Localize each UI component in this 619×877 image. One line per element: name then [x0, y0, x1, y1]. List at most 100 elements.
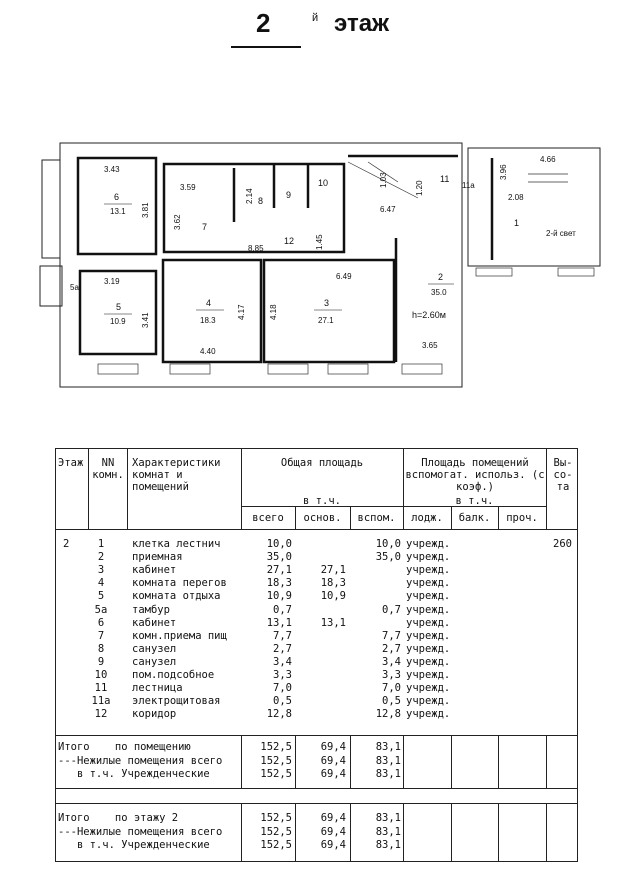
total-main: 69,4: [320, 741, 346, 753]
room-main: 10,9: [320, 590, 346, 603]
dim-3-96: 3.96: [499, 164, 508, 180]
floor-number: 2: [256, 8, 271, 38]
room-description: коридор: [132, 708, 177, 721]
col-border-2: [127, 448, 128, 530]
room-note: учрежд.: [406, 695, 451, 708]
room-aux: 0,7: [382, 603, 401, 616]
height-value: 260: [553, 538, 572, 550]
room-4-area: 18.3: [200, 316, 216, 325]
header-aux: вспом.: [357, 512, 396, 524]
room-total: 0,5: [273, 695, 292, 708]
total-main: 69,4: [320, 825, 346, 838]
total-sum: 152,5: [260, 768, 292, 780]
total-main: 69,4: [320, 768, 346, 780]
room-aux: 10,0: [375, 538, 401, 550]
room-description: лестница: [132, 682, 183, 695]
room-description: тамбур: [132, 603, 170, 616]
room-nn: 11: [94, 682, 108, 695]
header-aux-area: Площадь помещений вспомогат. использ. (с…: [405, 457, 545, 493]
room-total: 3,4: [273, 655, 292, 668]
area-table: Этаж NN комн. Характеристики комнат и по…: [55, 448, 578, 862]
total-sum: 152,5: [260, 825, 292, 838]
table-top-border: [55, 448, 578, 449]
room-main: 18,3: [320, 577, 346, 590]
total-label: Итого по помещению: [58, 741, 191, 753]
floor-word: этаж: [334, 10, 390, 37]
header-balcony: балк.: [458, 512, 491, 524]
table-bottom-border: [55, 861, 578, 862]
room-description: приемная: [132, 551, 183, 564]
room-total: 12,8: [266, 708, 292, 721]
room-description: санузел: [132, 642, 177, 655]
room-total: 7,7: [273, 629, 292, 642]
window-row-3: [267, 363, 309, 375]
room-5a-number: 5a: [70, 283, 79, 292]
room-main: 27,1: [320, 564, 346, 577]
dim-6-47: 6.47: [380, 205, 396, 214]
incl-line-2: [403, 506, 546, 507]
dim-3-19: 3.19: [104, 277, 120, 286]
room-3-number: 3: [324, 298, 329, 308]
col-border-6: [403, 448, 404, 530]
room-nn: 3: [97, 564, 105, 577]
header-nn: NN комн.: [92, 457, 124, 481]
room-nn: 5а: [94, 603, 108, 616]
header-incl: в т.ч.: [303, 495, 341, 507]
room-3-walls: [262, 258, 396, 364]
total-sum: 152,5: [260, 839, 292, 851]
room-5-area: 10.9: [110, 317, 126, 326]
header-description: Характеристики комнат и помещений: [132, 457, 221, 493]
room-description: комн.приема пищ: [132, 629, 227, 642]
total-label: ---Нежилые помещения всего: [58, 825, 223, 838]
room-nn: 4: [97, 577, 105, 590]
total-main: 69,4: [320, 839, 346, 851]
total-aux: 83,1: [375, 754, 401, 767]
dim-3-43: 3.43: [104, 165, 120, 174]
totals-floor-top: [55, 803, 578, 804]
totals-room-bottom: [55, 788, 578, 789]
room-1-number: 1: [514, 218, 519, 228]
room-corridor-walls: [162, 162, 346, 254]
total-label: ---Нежилые помещения всего: [58, 754, 223, 767]
plan-left-stairs: [41, 159, 61, 259]
room-note: учрежд.: [406, 616, 451, 629]
header-floor: Этаж: [58, 457, 84, 469]
total-aux: 83,1: [375, 839, 401, 851]
room-note: учрежд.: [406, 577, 451, 590]
floor-title: 2 й этаж: [0, 6, 619, 48]
incl-line-1: [241, 506, 403, 507]
room-11-number: 11: [440, 174, 449, 184]
col-border-10: [577, 448, 578, 862]
room-6-number: 6: [114, 192, 119, 202]
col-border-3: [241, 448, 242, 530]
room-note: учрежд.: [406, 538, 451, 550]
room-3-area: 27.1: [318, 316, 334, 325]
dim-1-03: 1.03: [379, 172, 388, 188]
room-nn: 10: [94, 669, 108, 681]
room-nn: 6: [97, 616, 105, 629]
col-border-0: [55, 448, 56, 862]
dim-3-62: 3.62: [173, 214, 182, 230]
room-note: учрежд.: [406, 708, 451, 721]
room-8-number: 8: [258, 196, 263, 206]
total-aux: 83,1: [375, 768, 401, 780]
total-sum: 152,5: [260, 741, 292, 753]
room-aux: 12,8: [375, 708, 401, 721]
total-main: 69,4: [320, 754, 346, 767]
room-nn: 11а: [91, 695, 111, 708]
room-description: кабинет: [132, 564, 177, 577]
room-aux: 7,0: [382, 682, 401, 695]
room-4-walls: [161, 258, 263, 364]
floor-value: 2: [63, 538, 70, 550]
room-total: 2,7: [273, 642, 292, 655]
room-note: учрежд.: [406, 655, 451, 668]
room-nn: 9: [97, 655, 105, 668]
col-border-9: [546, 448, 547, 530]
dim-3-65: 3.65: [422, 341, 438, 350]
total-aux: 83,1: [375, 741, 401, 753]
total-aux: 83,1: [375, 812, 401, 824]
dim-2-14: 2.14: [245, 188, 254, 204]
header-total: всего: [252, 512, 284, 524]
room-aux: 0,5: [382, 695, 401, 708]
room-4-number: 4: [206, 298, 211, 308]
